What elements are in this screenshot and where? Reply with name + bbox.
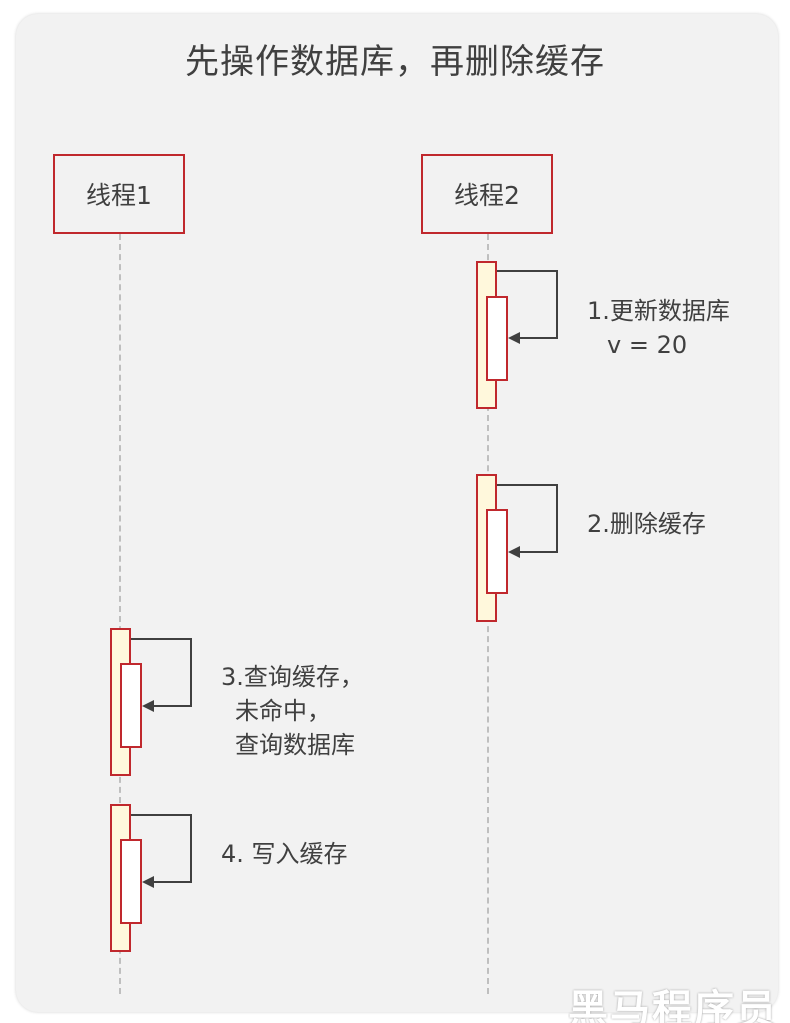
activation-inner-step-2 (486, 509, 508, 594)
activation-inner-step-3 (120, 663, 142, 748)
step-2-line-1: 2.删除缓存 (587, 510, 706, 538)
actor-thread-1: 线程1 (53, 154, 185, 234)
lifeline-thread-1 (119, 234, 121, 994)
actor-thread-2-label: 线程2 (454, 181, 520, 210)
step-3-line-3: 查询数据库 (235, 731, 355, 759)
step-1-line-2: v = 20 (607, 331, 688, 359)
step-1-label: 1.更新数据库 v = 20 (587, 294, 730, 362)
self-call-arrow-step-4 (131, 814, 192, 888)
actor-thread-1-label: 线程1 (86, 181, 152, 210)
activation-inner-step-1 (486, 296, 508, 381)
activation-inner-step-4 (120, 839, 142, 924)
self-call-arrow-step-2 (497, 484, 558, 558)
self-call-arrow-step-1 (497, 270, 558, 344)
step-3-label: 3.查询缓存， 未命中， 查询数据库 (221, 660, 364, 762)
step-4-label: 4. 写入缓存 (221, 837, 348, 871)
watermark-logo: 黑马程序员 (568, 987, 778, 1023)
step-4-line-1: 4. 写入缓存 (221, 840, 348, 868)
diagram-title: 先操作数据库，再删除缓存 (185, 42, 605, 82)
step-2-label: 2.删除缓存 (587, 507, 706, 541)
step-3-line-1: 3.查询缓存， (221, 663, 364, 691)
step-1-line-1: 1.更新数据库 (587, 297, 730, 325)
self-call-arrow-step-3 (131, 638, 192, 712)
step-3-line-2: 未命中， (235, 697, 331, 725)
actor-thread-2: 线程2 (421, 154, 553, 234)
